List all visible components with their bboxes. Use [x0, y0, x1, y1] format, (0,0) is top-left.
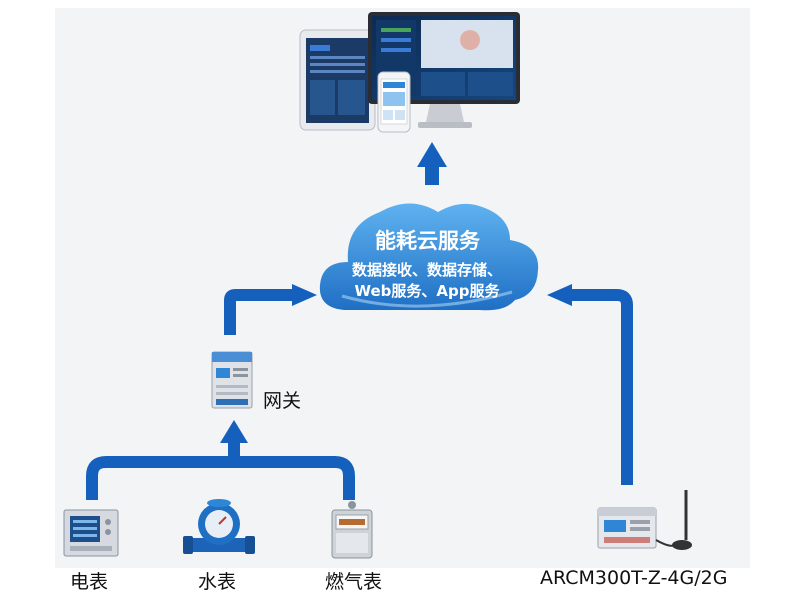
arrow-meters-to-gateway — [86, 420, 355, 500]
gateway-label: 网关 — [263, 390, 302, 412]
arrow-to-terminals — [417, 142, 447, 185]
cloud-services-line-1: 数据接收、数据存储、 — [351, 261, 502, 279]
gateway-icon — [211, 351, 253, 409]
tablet-icon — [299, 29, 376, 131]
monitor-icon — [368, 12, 520, 128]
gas-meter-icon — [331, 501, 373, 559]
arcm-device-icon — [597, 490, 692, 550]
arrow-arcm-to-cloud — [547, 284, 633, 485]
arrow-gateway-to-cloud — [224, 284, 317, 335]
phone-icon — [377, 71, 411, 133]
electric-meter-label: 电表 — [70, 571, 109, 593]
cloud-title: 能耗云服务 — [375, 229, 480, 253]
cloud-services-line-2: Web服务、App服务 — [354, 282, 500, 300]
cloud-icon — [319, 203, 539, 311]
gas-meter-label: 燃气表 — [325, 571, 383, 593]
electric-meter-icon — [63, 509, 119, 557]
arcm-label: ARCM300T-Z-4G/2G — [540, 567, 728, 589]
water-meter-label: 水表 — [198, 571, 237, 593]
water-meter-icon — [183, 499, 255, 554]
